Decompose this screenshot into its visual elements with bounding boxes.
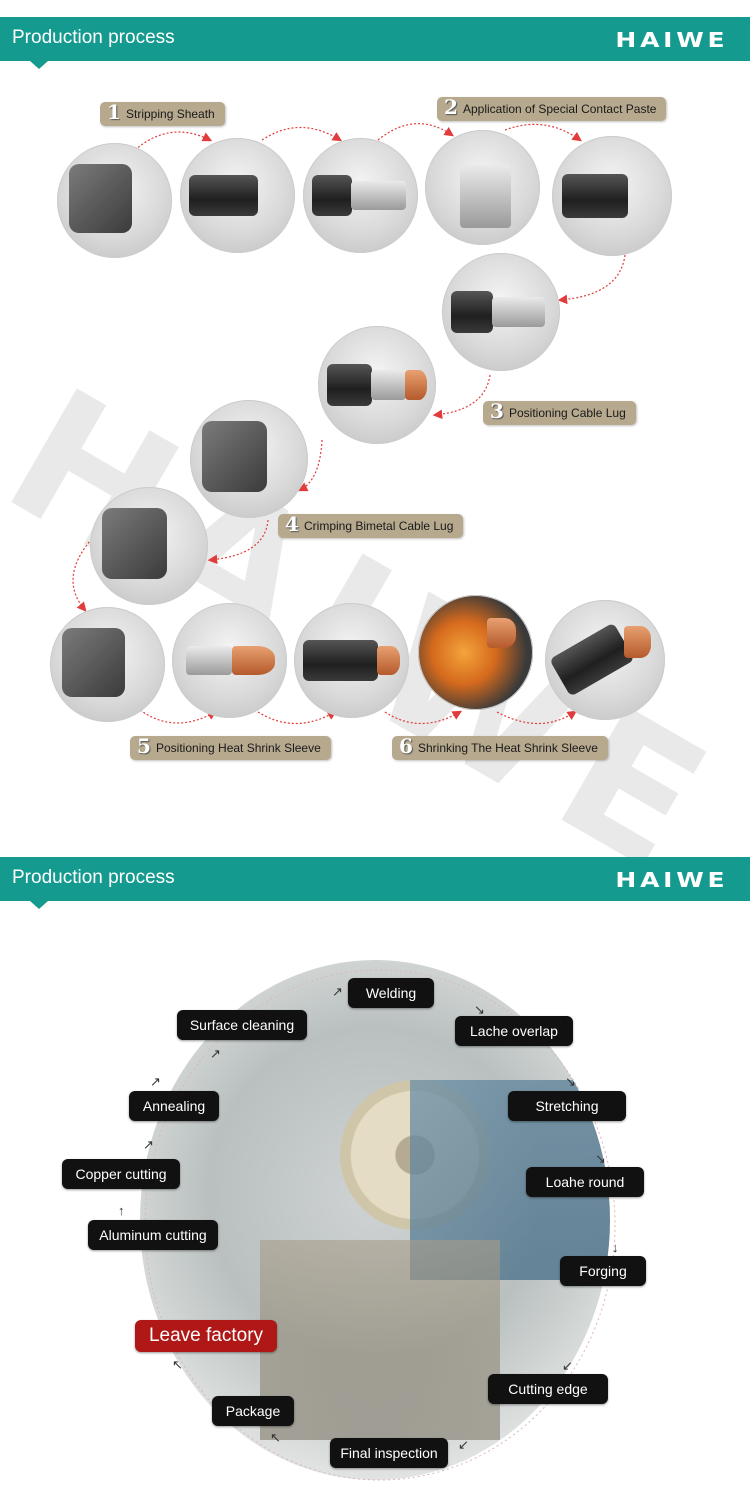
cycle-step-package: Package xyxy=(212,1396,294,1426)
cycle-arrow-icon: ↖ xyxy=(270,1430,281,1445)
cycle-arrow-icon: ↗ xyxy=(332,984,343,999)
cycle-arrow-icon: ↙ xyxy=(458,1437,469,1452)
cycle-step-loahe-round: Loahe round xyxy=(526,1167,644,1197)
photo-applying-paste xyxy=(552,136,672,256)
cycle-arrow-icon: ↘ xyxy=(595,1151,606,1166)
cycle-step-copper-cutting: Copper cutting xyxy=(62,1159,180,1189)
photo-finished-lug xyxy=(545,600,665,720)
cycle-arrow-icon: ↗ xyxy=(210,1046,221,1061)
photo-exposed-conductor xyxy=(303,138,418,253)
cycle-step-lache-overlap: Lache overlap xyxy=(455,1016,573,1046)
photo-sleeve-positioned xyxy=(294,603,409,718)
photo-torch-shrinking xyxy=(418,595,533,710)
cycle-step-stretching: Stretching xyxy=(508,1091,626,1121)
cycle-arrow-icon: ↗ xyxy=(150,1074,161,1089)
banner-pointer xyxy=(30,61,48,69)
section-title: Production process xyxy=(12,867,175,888)
section-header-2: Production process HAIWE xyxy=(0,857,750,909)
cycle-arrow-icon: ↘ xyxy=(565,1074,576,1089)
photo-hydraulic-crimper xyxy=(50,607,165,722)
photo-contact-paste-tin xyxy=(425,130,540,245)
photo-crimping-tool xyxy=(90,487,208,605)
cycle-step-final-inspection: Final inspection xyxy=(330,1438,448,1468)
cycle-arrow-icon: ↖ xyxy=(172,1357,183,1372)
cycle-step-annealing: Annealing xyxy=(129,1091,219,1121)
workshop-floor xyxy=(260,1240,500,1440)
cycle-arrow-icon: ↙ xyxy=(562,1358,573,1373)
photo-stripping-tool xyxy=(57,143,172,258)
cycle-arrow-icon: ↓ xyxy=(612,1240,619,1255)
photo-lug-on-conductor xyxy=(442,253,560,371)
cycle-arrow-icon: ↗ xyxy=(143,1137,154,1152)
photo-crimping-die xyxy=(190,400,308,518)
cycle-step-aluminum-cutting: Aluminum cutting xyxy=(88,1220,218,1250)
brand-logo: HAIWE xyxy=(615,28,728,52)
photo-sheath-cut xyxy=(180,138,295,253)
section-title: Production process xyxy=(12,27,175,48)
cycle-step-welding: Welding xyxy=(348,978,434,1008)
brand-logo: HAIWE xyxy=(615,868,728,892)
cable-lug-installation-process: HAIWE xyxy=(0,95,750,920)
cycle-step-forging: Forging xyxy=(560,1256,646,1286)
cycle-step-surface-cleaning: Surface cleaning xyxy=(177,1010,307,1040)
section-header-1: Production process HAIWE xyxy=(0,17,750,69)
photo-positioned-lug xyxy=(318,326,436,444)
cycle-arrow-icon: ↘ xyxy=(474,1002,485,1017)
cycle-step-cutting-edge: Cutting edge xyxy=(488,1374,608,1404)
photo-crimped-lug xyxy=(172,603,287,718)
cycle-arrow-icon: ↑ xyxy=(118,1203,125,1218)
cycle-step-leave-factory: Leave factory xyxy=(135,1320,277,1352)
banner-pointer xyxy=(30,901,48,909)
